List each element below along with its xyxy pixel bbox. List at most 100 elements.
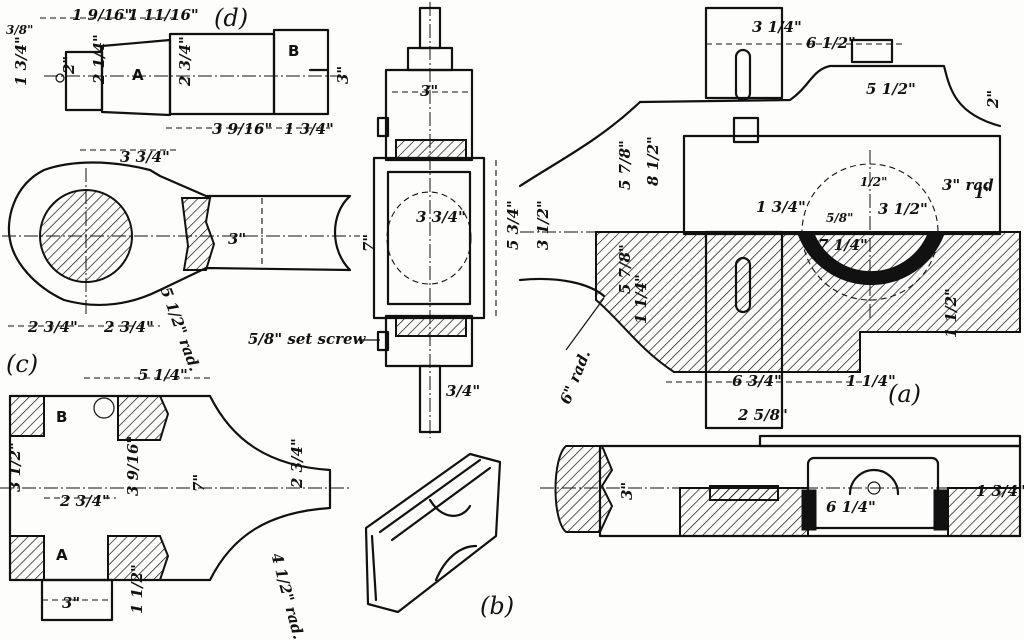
strap-section-top-left	[9, 395, 45, 437]
dim-a-mid-1: 1 3/4"	[756, 198, 806, 216]
dim-bl-left: 3 1/2"	[6, 442, 24, 492]
dim-d-bot-1: 3 9/16"	[212, 120, 272, 138]
upper-brass-section	[395, 139, 467, 161]
upper-set-screw	[376, 116, 390, 138]
dim-bl-top: 5 1/4"	[138, 366, 188, 384]
bolt-section-b	[272, 28, 330, 116]
strap-section-bottom-right	[107, 535, 170, 581]
dim-a-top-2: 6 1/2"	[806, 34, 856, 52]
view-d-bolt: A B (d) 1 9/16" 1 11/16" 3/8" 1 3/4" 2" …	[6, 4, 352, 138]
dim-a-left-1: 5 7/8"	[616, 140, 634, 190]
dim-mid-top: 3"	[420, 82, 438, 100]
plan-lower-left-section	[679, 487, 809, 537]
dim-mid-right: 5 3/4"	[504, 200, 522, 250]
dim-a-bot-1: 6 3/4"	[732, 372, 782, 390]
dim-c-bot-1: 2 3/4"	[27, 318, 78, 336]
a-top-slot	[734, 48, 752, 102]
view-a-assembly: 3 1/4" 6 1/2" 5 1/2" 2" 3" rad 1" 5 7/8"…	[518, 6, 1021, 430]
strap-section-bottom-left	[9, 535, 45, 581]
figure-label-b: (b)	[480, 592, 514, 620]
view-plan-section: 3" 6 1/4" 1 3/4"	[540, 434, 1024, 538]
dim-d-h4: 2 3/4"	[176, 36, 194, 87]
a-top-nut	[850, 38, 894, 64]
note-set-screw: 5/8" set screw	[248, 330, 367, 348]
pin-circle-hidden	[386, 191, 472, 285]
dim-a-mid-2: 5/8"	[826, 211, 853, 225]
brass-groove	[428, 498, 472, 517]
a-top-outline	[638, 64, 1002, 128]
note-rad-4-half: 4 1/2" rad.	[267, 551, 307, 641]
note-rad-3: 3" rad	[942, 176, 994, 194]
part-label-b-2: B	[56, 408, 67, 426]
set-screw-head	[93, 397, 115, 419]
plan-left-end-section	[554, 445, 614, 533]
dim-a-left-5: 1 1/4"	[632, 274, 650, 324]
dim-d-h5: 3"	[334, 66, 352, 84]
part-label-b: B	[288, 42, 299, 60]
dim-mid-rod: 3/4"	[446, 382, 480, 400]
dim-d-left-small: 3/8"	[6, 23, 33, 37]
dim-mid-7: 7"	[360, 234, 378, 252]
figure-label-d: (d)	[214, 4, 248, 32]
dim-bl-nut: 3"	[62, 594, 80, 612]
a-left-curve-top	[518, 100, 642, 188]
a-brass-ring	[797, 233, 945, 286]
a-left-curve-bottom	[518, 277, 606, 298]
dim-plan-2: 6 1/4"	[826, 498, 876, 516]
dim-a-bot-3: 2 5/8"	[737, 406, 788, 424]
box-inner	[386, 170, 472, 306]
dim-a-r1: 1"	[974, 184, 992, 202]
dim-bl-bore: 3 9/16"	[124, 436, 142, 496]
strap-end-outline	[7, 161, 352, 307]
dim-a-mid-4: 3 1/2"	[878, 200, 928, 218]
brass-block-outline	[364, 452, 502, 614]
dim-c-bot-2: 2 3/4"	[103, 318, 154, 336]
view-strap-elevation: B A 5 1/4" 3 1/2" 2 3/4" 3 9/16" 7" 2 3/…	[0, 366, 350, 641]
a-square-key	[732, 116, 760, 144]
figure-label-a: (a)	[888, 380, 921, 408]
a-top-bar	[704, 6, 784, 100]
dim-a-mid-3: 7 1/4"	[818, 236, 868, 254]
strap-section-top-right	[117, 395, 170, 441]
note-rad-6: 6" rad.	[556, 347, 594, 406]
brass-bore-curve	[434, 544, 478, 582]
dim-d-h3: 2 1/4"	[90, 34, 108, 85]
dim-a-left-3: 3 1/2"	[534, 200, 552, 250]
cotter-hole	[55, 73, 65, 83]
dim-d-top-2: 1 11/16"	[128, 6, 199, 24]
plan-pin-arc	[848, 468, 900, 496]
dim-bl-7: 7"	[190, 474, 208, 492]
part-label-a-2: A	[56, 546, 68, 564]
dim-a-mid-5: 1/2"	[860, 175, 887, 189]
dim-d-bot-2: 1 3/4"	[284, 120, 334, 138]
lower-brass-section	[395, 315, 467, 337]
dim-a-left-2: 8 1/2"	[644, 136, 662, 186]
plan-brass-right	[933, 489, 949, 531]
strap-neck-section	[180, 197, 216, 271]
dim-a-top-3: 5 1/2"	[866, 80, 916, 98]
dim-a-left-4: 5 7/8"	[616, 244, 634, 294]
brass-block-edges	[370, 458, 492, 602]
dim-a-right-2: 1 1/2"	[942, 288, 960, 338]
lower-set-screw	[376, 330, 390, 352]
dim-c-height: 3"	[228, 230, 246, 248]
dim-a-right: 2"	[984, 90, 1002, 109]
plan-top-strip	[758, 434, 1022, 448]
plan-center-opening	[806, 456, 940, 530]
view-brass-box: 3" 3 3/4" 7" 5 3/4" 3/4" 5/8" set screw	[248, 2, 522, 438]
dim-d-top-1: 1 9/16"	[72, 6, 132, 24]
dim-d-h1: 1 3/4"	[12, 36, 30, 86]
view-b-brasses: (b)	[364, 452, 514, 620]
dim-c-top: 3 3/4"	[120, 148, 170, 166]
dim-bl-width: 2 3/4"	[59, 492, 110, 510]
figure-label-c: (c)	[6, 350, 38, 378]
dim-plan-1: 3"	[618, 482, 636, 500]
dim-a-bot-2: 1 1/4"	[846, 372, 896, 390]
dim-bl-nut-h: 1 1/2"	[128, 564, 146, 614]
plan-lower-right-section	[947, 487, 1021, 537]
dim-plan-3: 1 3/4"	[976, 482, 1024, 500]
dim-mid-bore: 3 3/4"	[416, 208, 466, 226]
rad-6-leader	[565, 297, 605, 351]
